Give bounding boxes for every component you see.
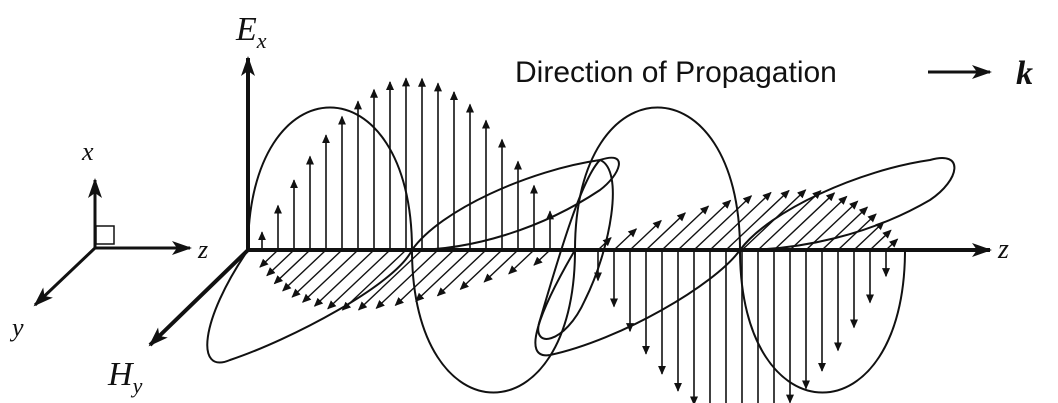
h-field-arrow [533, 249, 551, 266]
h-field-arrow [415, 249, 471, 302]
h-field-arrow [508, 249, 535, 275]
e-field-loop-2 [411, 249, 576, 394]
h-field-loop-4 [739, 157, 956, 251]
h-field-arrow [436, 249, 487, 297]
h-field-arrow [613, 228, 638, 251]
h-field-arrow [357, 249, 423, 311]
h-field-label: Hy [107, 356, 143, 398]
h-field-arrow [341, 249, 407, 311]
h-field-arrow [773, 192, 836, 251]
h-field-axis [148, 248, 250, 347]
direction-of-propagation-text: Direction of Propagation [515, 56, 837, 89]
h-field-loop-2 [411, 156, 620, 251]
e-field-loop-4 [739, 249, 906, 394]
h-field-mid-ellipse [537, 159, 614, 340]
h-field-arrow [394, 249, 455, 307]
h-field-arrow [327, 249, 391, 310]
h-field-arrow [597, 237, 612, 251]
h-field-arrow [282, 249, 327, 292]
h-field-arrow [629, 219, 662, 251]
triad-right-angle-box [95, 225, 115, 245]
h-field-arrow [741, 189, 807, 251]
h-field-arrow [821, 206, 869, 251]
triad-x-label: x [81, 137, 94, 166]
right-z-label: z [997, 234, 1009, 265]
triad-z-label: z [197, 235, 208, 264]
h-field-arrow [645, 212, 686, 251]
h-field-arrow [837, 213, 877, 251]
triad-y-label: y [9, 313, 24, 342]
h-field-arrow [805, 200, 859, 251]
h-field-arrow [302, 249, 359, 303]
h-field-arrow [291, 249, 343, 298]
h-field-arrow [259, 249, 279, 268]
h-field-arrow [266, 249, 295, 277]
e-field-wave [247, 106, 906, 394]
h-field-label-main: H [107, 356, 135, 393]
h-field-arrow [661, 205, 710, 251]
h-field-arrow [885, 238, 899, 251]
e-field-arrows [258, 77, 890, 403]
h-field-arrow [459, 249, 503, 290]
h-field-arrow [709, 191, 772, 251]
h-field-arrow [677, 199, 732, 251]
coordinate-triad [33, 178, 192, 307]
h-field-arrow [273, 249, 311, 285]
h-field-arrows [259, 189, 899, 311]
h-field-arrow [693, 195, 753, 251]
h-field-loop-1 [206, 249, 413, 364]
e-field-label-sub: x [256, 28, 267, 53]
wave-vector-label: k [1016, 55, 1033, 92]
h-field-label-sub: y [131, 373, 143, 398]
e-field-loop-3 [574, 106, 741, 251]
h-field-arrow [375, 249, 439, 309]
h-field-arrow [725, 189, 790, 251]
triad-y-axis [33, 246, 97, 307]
h-field-arrow [757, 190, 822, 251]
wave-axes [148, 56, 992, 347]
e-field-loop-1 [247, 106, 413, 251]
h-field-wave [206, 156, 956, 364]
h-field-arrow [869, 229, 892, 251]
e-field-label: Ex [235, 11, 267, 53]
h-field-arrow [853, 221, 885, 251]
h-field-arrow [789, 195, 848, 251]
h-field-loop-3 [534, 249, 741, 357]
h-field-arrow [313, 249, 375, 307]
e-field-label-main: E [235, 11, 257, 48]
h-field-arrow [483, 249, 519, 283]
